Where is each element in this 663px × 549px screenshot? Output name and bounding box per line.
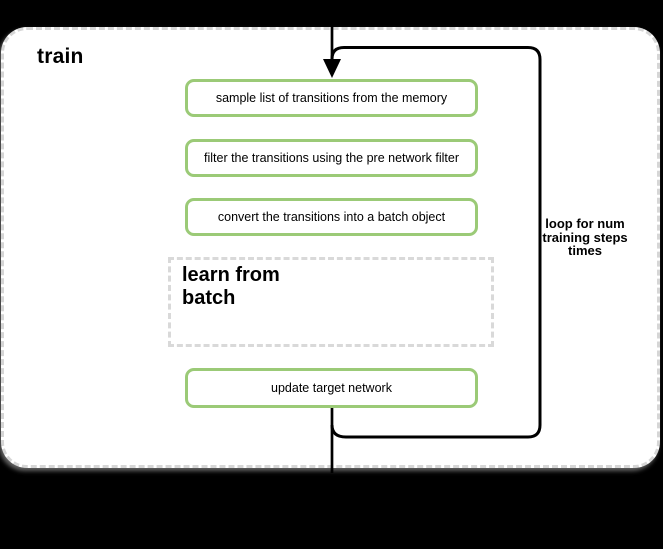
step-update-target-network: update target network bbox=[185, 368, 478, 408]
loop-annotation: loop for num training steps times bbox=[542, 216, 628, 258]
step-filter-transitions: filter the transitions using the pre net… bbox=[185, 139, 478, 177]
step-label: sample list of transitions from the memo… bbox=[215, 91, 448, 105]
step-label: convert the transitions into a batch obj… bbox=[217, 210, 446, 224]
step-label: filter the transitions using the pre net… bbox=[204, 151, 459, 165]
step-convert-to-batch: convert the transitions into a batch obj… bbox=[185, 198, 478, 236]
diagram-title: train bbox=[37, 45, 84, 68]
subprocess-label: learn from batch bbox=[182, 264, 280, 309]
subprocess-learn-from-batch: learn from batch bbox=[168, 257, 494, 347]
step-sample-transitions: sample list of transitions from the memo… bbox=[185, 79, 478, 117]
step-label: update target network bbox=[271, 381, 392, 395]
